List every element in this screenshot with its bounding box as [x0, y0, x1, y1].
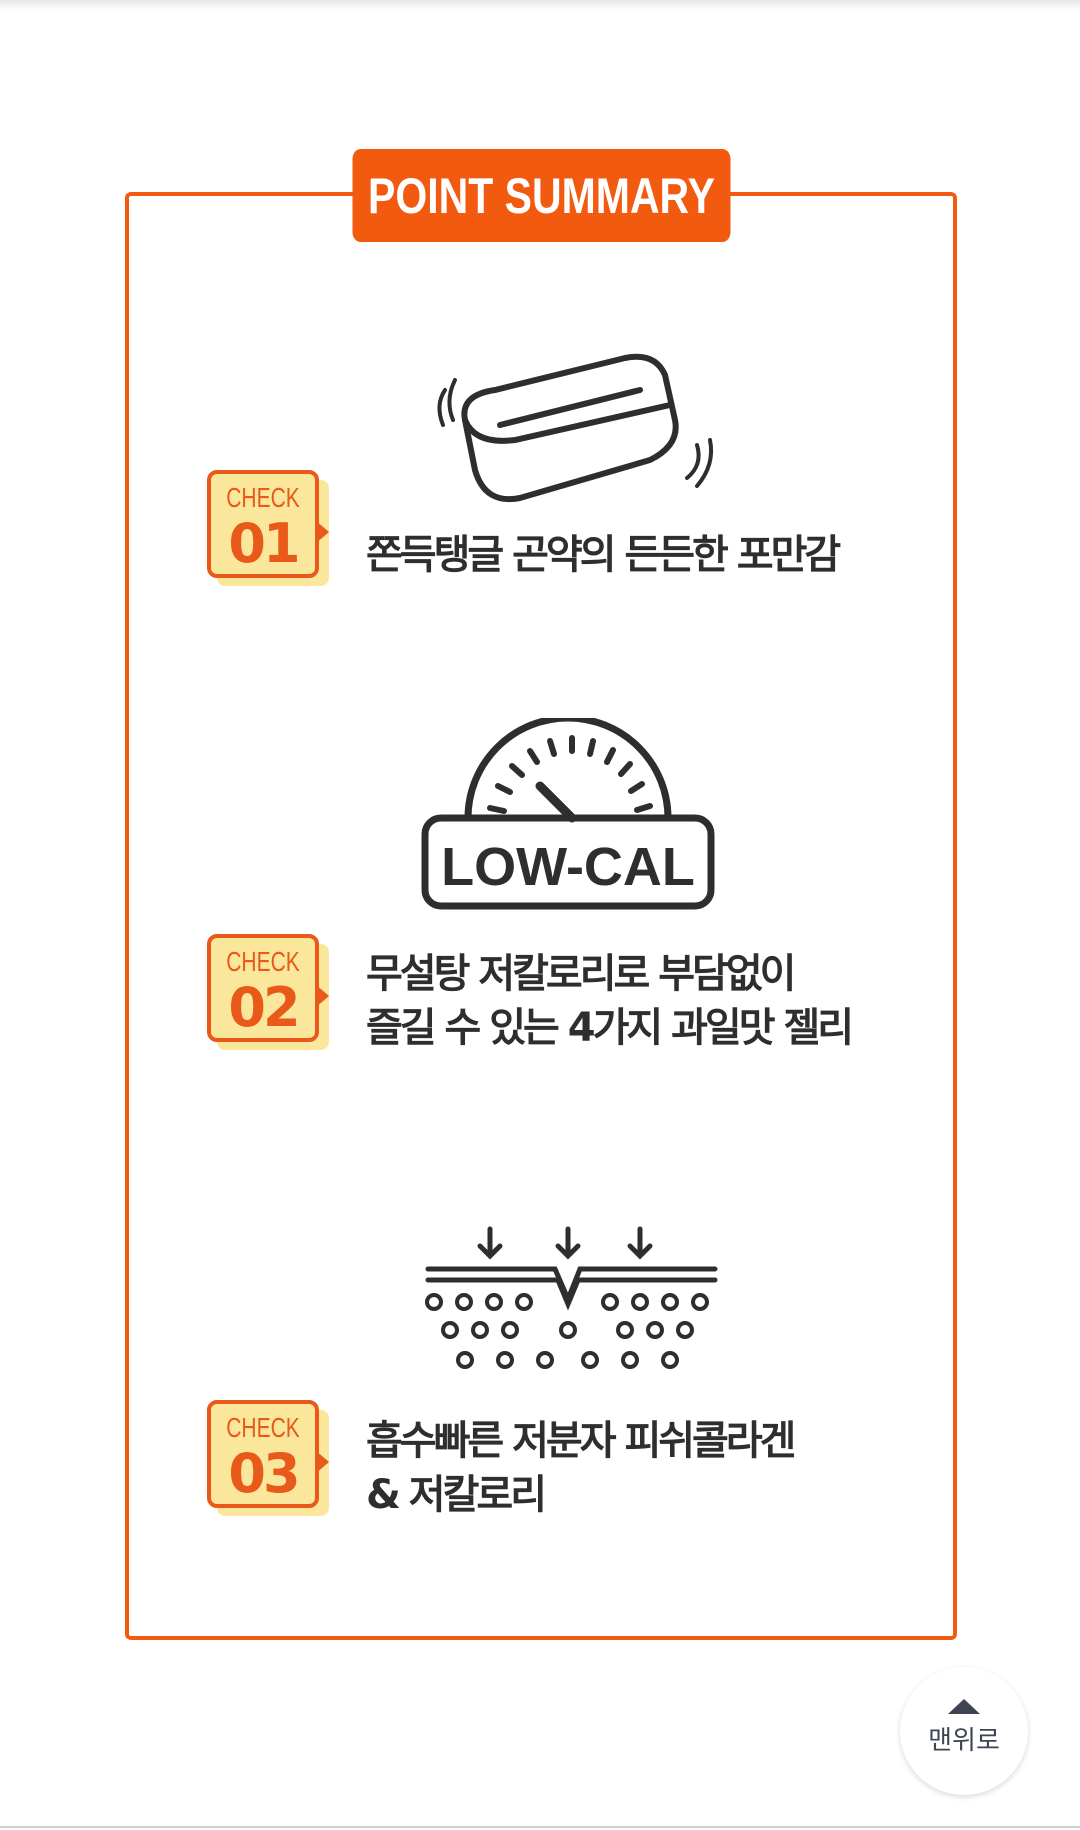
point-text-1: 쫀득탱글 곤약의 든든한 포만감 — [366, 532, 841, 578]
skin-absorption-icon — [425, 1226, 718, 1369]
svg-text:LOW-CAL: LOW-CAL — [441, 837, 695, 897]
point-text-3: 흡수빠른 저분자 피쉬콜라겐& 저칼로리 — [366, 1418, 796, 1518]
top-divider — [0, 0, 1080, 10]
triangle-up-icon — [948, 1699, 980, 1714]
konjac-jelly-icon — [437, 353, 714, 503]
low-cal-gauge-icon: LOW-CAL — [421, 718, 715, 910]
summary-title: POINT SUMMARY — [352, 149, 731, 242]
bottom-divider — [0, 1826, 1080, 1828]
scroll-to-top-button[interactable]: 맨위로 — [900, 1667, 1028, 1795]
scroll-to-top-label: 맨위로 — [928, 1726, 1000, 1756]
